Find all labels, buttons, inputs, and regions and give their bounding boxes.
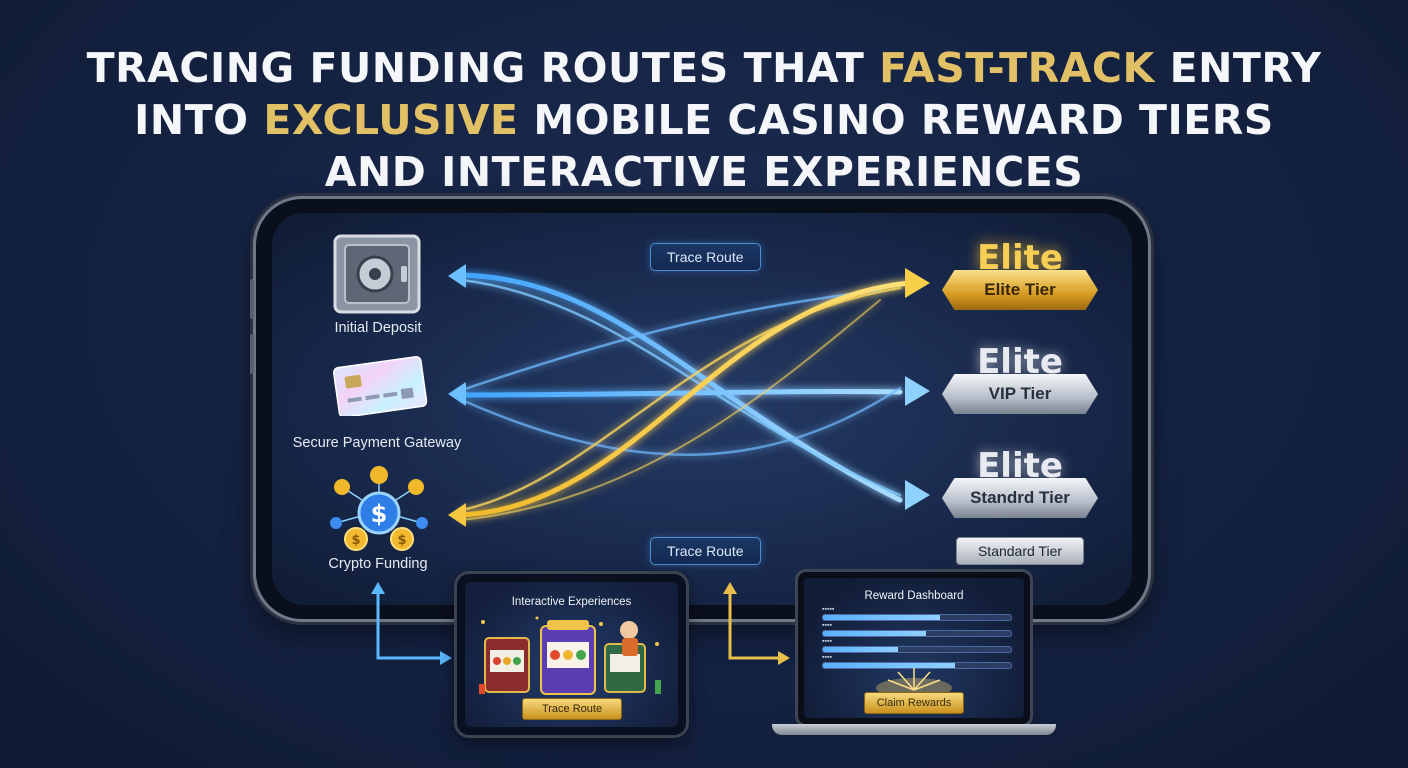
trace-route-button-top[interactable]: Trace Route	[650, 243, 761, 271]
route-gold-2	[460, 286, 902, 512]
arrow-right-blue-bottom	[905, 480, 930, 510]
dashboard-title: Reward Dashboard	[864, 590, 964, 602]
arrow-right-blue-mid	[905, 376, 930, 406]
tier-badge-plate: VIP Tier	[942, 374, 1098, 414]
tier-badge-elite[interactable]: Elite Elite Tier	[942, 240, 1098, 310]
phone-side-button	[250, 334, 254, 374]
headline: TRACING FUNDING ROUTES THAT FAST-TRACK E…	[0, 42, 1408, 198]
connector-gold	[728, 590, 786, 660]
route-blue-2	[460, 278, 902, 497]
route-gold-1	[459, 280, 913, 518]
route-blue-4	[460, 288, 882, 392]
arrow-left-gold	[448, 503, 466, 527]
crypto-coins-icon: $ $ $	[322, 463, 436, 560]
route-gold-3	[461, 299, 881, 521]
arrowheads	[448, 264, 930, 527]
tablet-title: Interactive Experiences	[511, 596, 632, 608]
dashboard-row: ▪▪▪▪	[822, 622, 1012, 637]
connector-blue	[376, 590, 448, 660]
svg-text:$: $	[371, 500, 388, 528]
phone-side-button	[250, 279, 254, 319]
standard-tier-button[interactable]: Standard Tier	[956, 537, 1084, 565]
source-label-crypto-funding: Crypto Funding	[328, 556, 428, 572]
laptop-base	[772, 724, 1056, 735]
tablet-screen: Interactive Experiences Trace Route	[465, 582, 678, 727]
headline-line-2: INTO EXCLUSIVE MOBILE CASINO REWARD TIER…	[134, 96, 1274, 144]
source-label-secure-payment-gateway: Secure Payment Gateway	[292, 435, 462, 451]
headline-line-1: TRACING FUNDING ROUTES THAT FAST-TRACK E…	[86, 44, 1322, 92]
dashboard-progress-fill	[823, 647, 899, 652]
claim-rewards-button[interactable]: Claim Rewards	[864, 692, 964, 714]
route-blue-3	[459, 389, 903, 398]
dashboard-row: ▪▪▪▪	[822, 654, 1012, 669]
arrow-left-blue-top	[448, 264, 466, 288]
source-label-initial-deposit: Initial Deposit	[334, 320, 422, 336]
route-blue-1	[459, 272, 903, 503]
headline-highlight-fast-track: FAST-TRACK	[879, 44, 1155, 92]
headline-line-3: AND INTERACTIVE EXPERIENCES	[324, 148, 1084, 196]
dashboard-row: ▪▪▪▪▪	[822, 606, 1012, 621]
safe-icon	[333, 234, 421, 321]
tablet-device: Interactive Experiences Trace Route	[457, 574, 686, 735]
tier-badge-vip[interactable]: Elite VIP Tier	[942, 344, 1098, 414]
credit-card-icon	[332, 356, 428, 421]
tablet-trace-route-button[interactable]: Trace Route	[522, 698, 622, 720]
headline-highlight-exclusive: EXCLUSIVE	[263, 96, 519, 144]
svg-text:$: $	[351, 533, 360, 548]
laptop-screen: Reward Dashboard ▪▪▪▪▪ ▪▪▪▪ ▪▪▪▪ ▪▪▪▪ Cl…	[804, 578, 1024, 718]
dashboard-progress-fill	[823, 615, 940, 620]
tier-badge-plate: Elite Tier	[942, 270, 1098, 310]
arrow-right-gold	[905, 268, 930, 298]
trace-route-button-bottom[interactable]: Trace Route	[650, 537, 761, 565]
tier-badge-standard[interactable]: Elite Standrd Tier	[942, 448, 1098, 518]
route-blue-5	[460, 386, 902, 456]
dashboard-row: ▪▪▪▪	[822, 638, 1012, 653]
dashboard-progress-fill	[823, 663, 955, 668]
arrow-left-blue-mid	[448, 382, 466, 406]
tier-badge-plate: Standrd Tier	[942, 478, 1098, 518]
slot-machines-icon	[479, 614, 664, 705]
svg-text:$: $	[397, 533, 406, 548]
laptop-device: Reward Dashboard ▪▪▪▪▪ ▪▪▪▪ ▪▪▪▪ ▪▪▪▪ Cl…	[798, 572, 1030, 724]
dashboard-progress-fill	[823, 631, 927, 636]
